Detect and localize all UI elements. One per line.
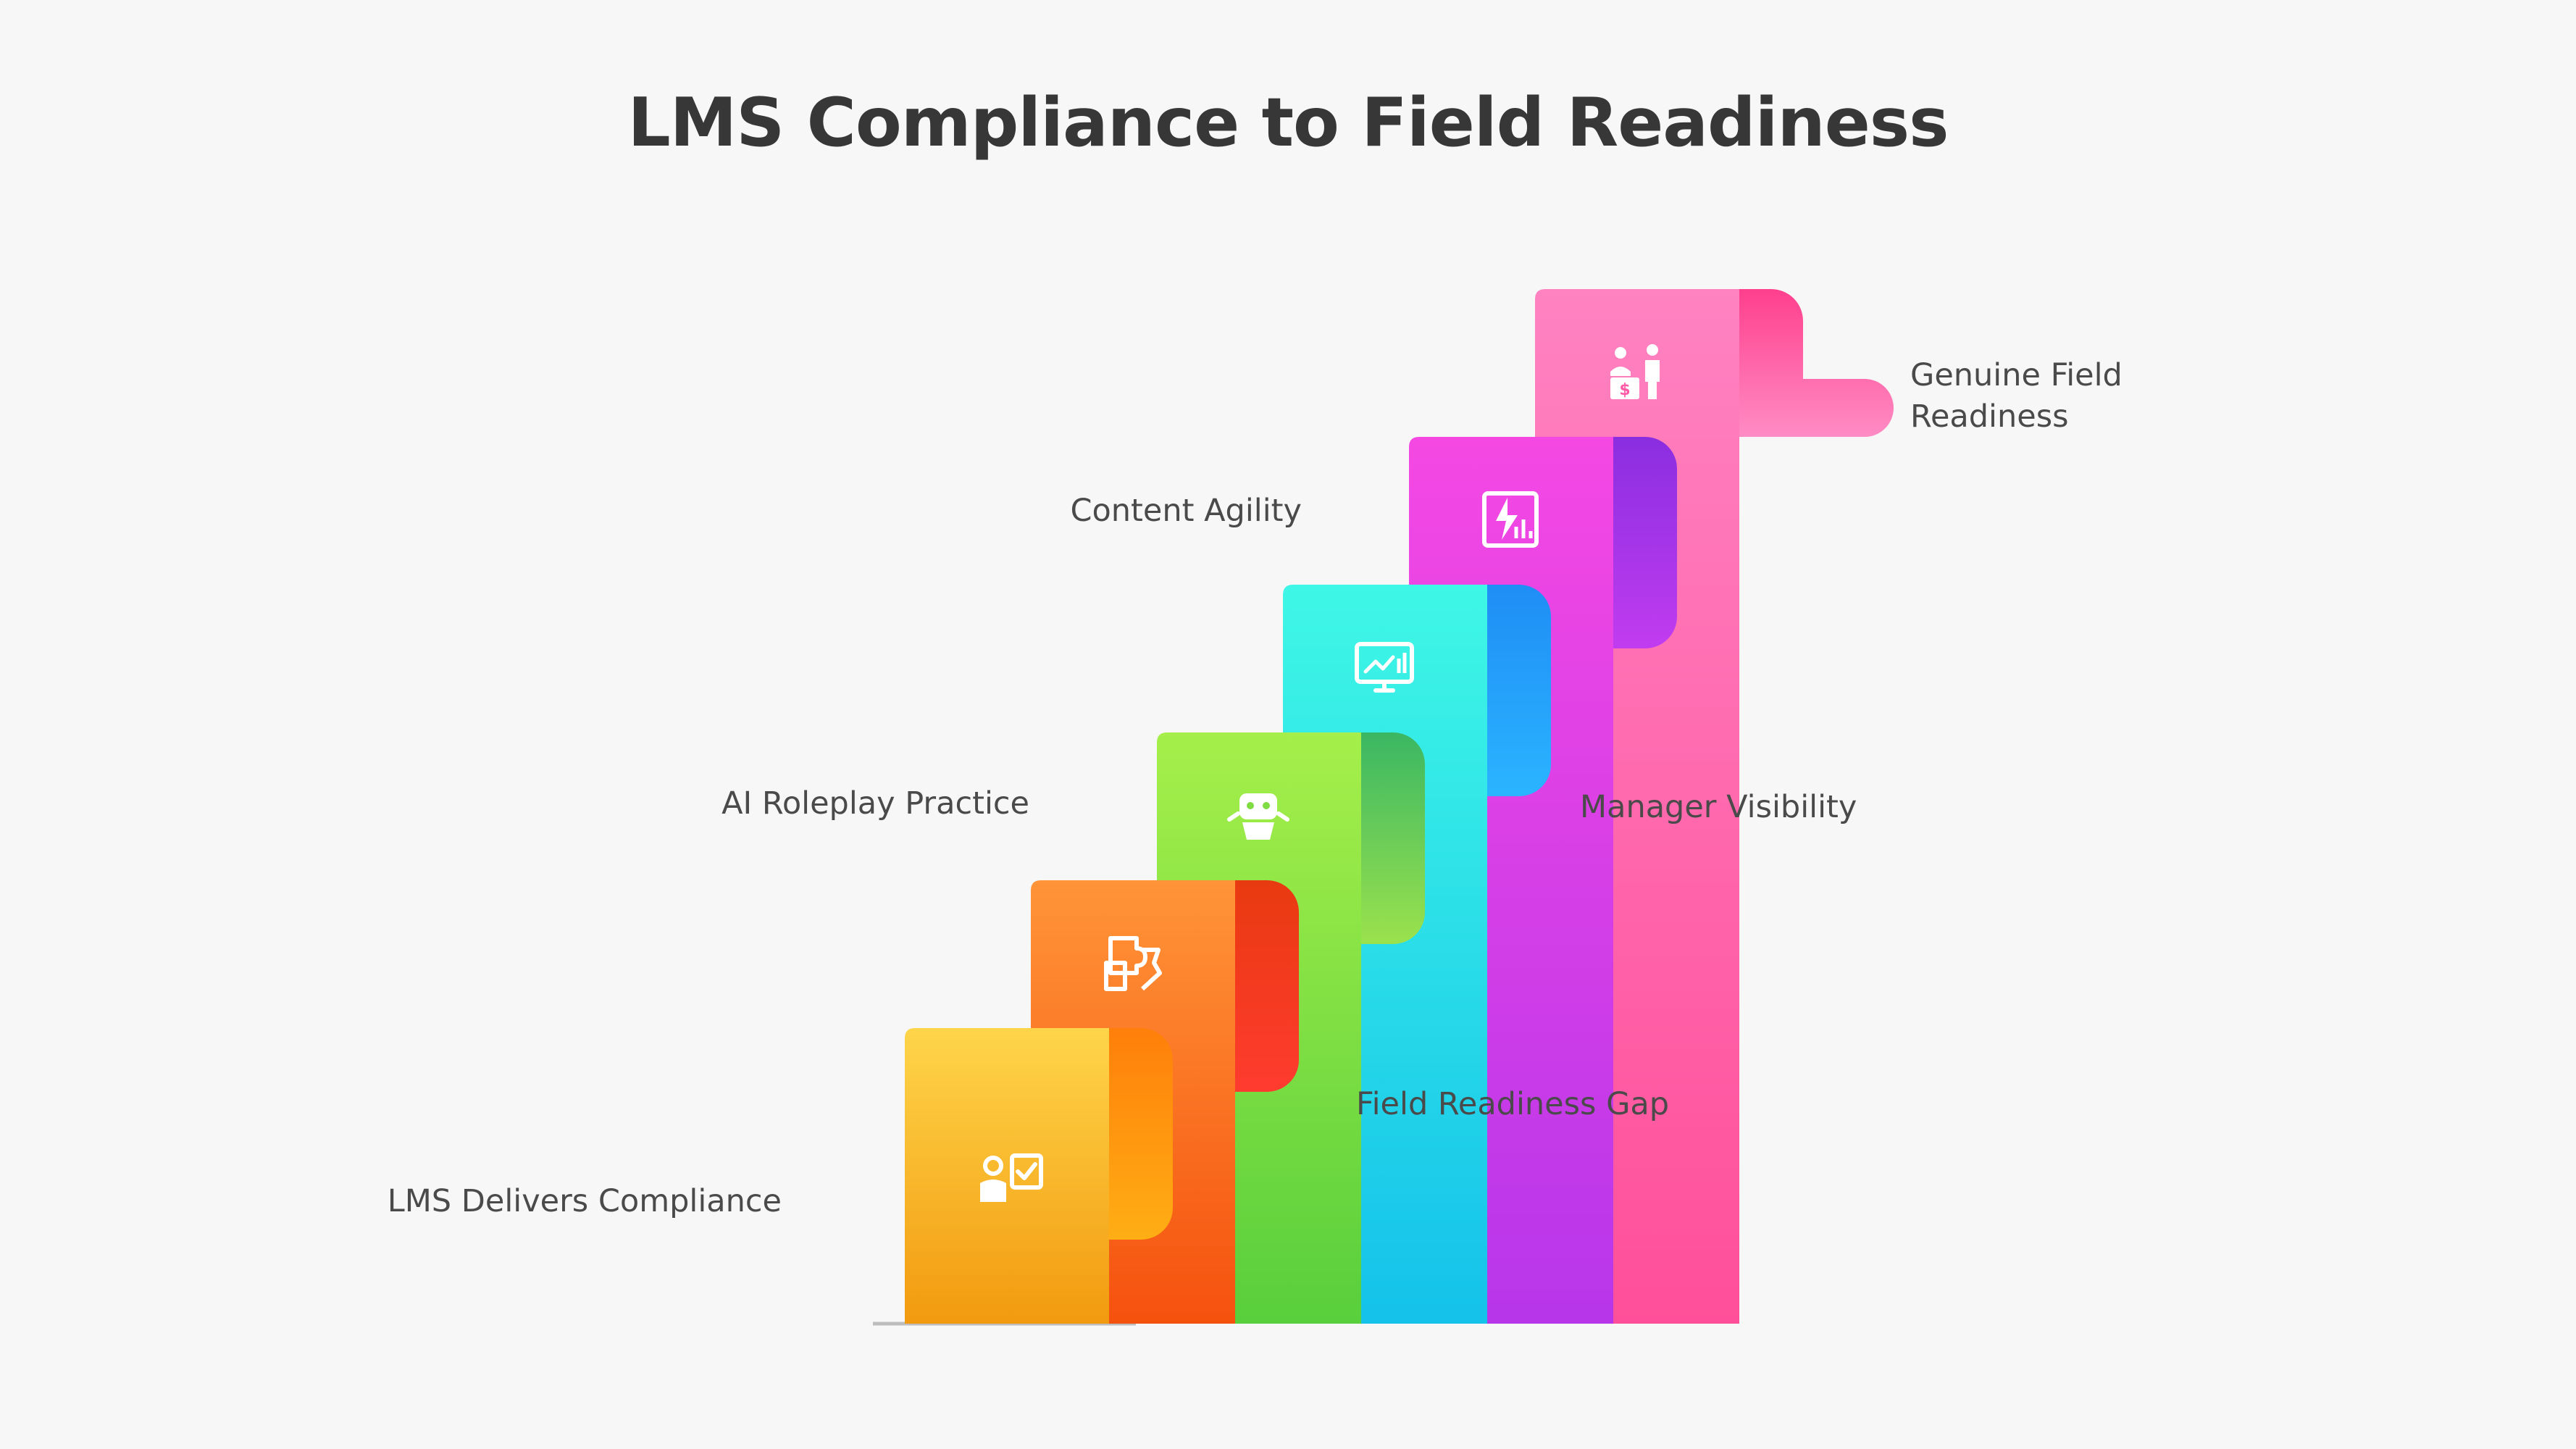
robot-icon [1227,793,1289,840]
lightning-report-icon [1482,491,1539,548]
people-transaction-icon: $ [1610,344,1660,399]
step-ribbon [905,1028,1173,1324]
step-label-field-readiness-gap: Field Readiness Gap [1356,1086,1670,1122]
step-curl [1361,732,1425,944]
step-label-content-agility: Content Agility [1070,493,1302,529]
step-label-genuine-field-readiness: Genuine Field Readiness [1910,357,2123,435]
presenter-checklist-icon [980,1153,1043,1202]
step-label-ai-roleplay-practice: AI Roleplay Practice [722,785,1029,822]
page-title: LMS Compliance to Field Readiness [627,83,1949,162]
step-label-lms-delivers-compliance: LMS Delivers Compliance [387,1183,782,1219]
step-curl [1235,880,1299,1092]
step-curl [1613,437,1677,648]
step-curl [1487,585,1551,796]
step-label-manager-visibility: Manager Visibility [1580,789,1857,825]
step-face [905,1028,1109,1324]
step-curl [1739,289,1894,437]
step-curl [1109,1028,1173,1240]
puzzle-pieces-icon [1104,936,1162,991]
svg-text:$: $ [1619,381,1630,399]
monitor-chart-icon [1355,642,1414,693]
